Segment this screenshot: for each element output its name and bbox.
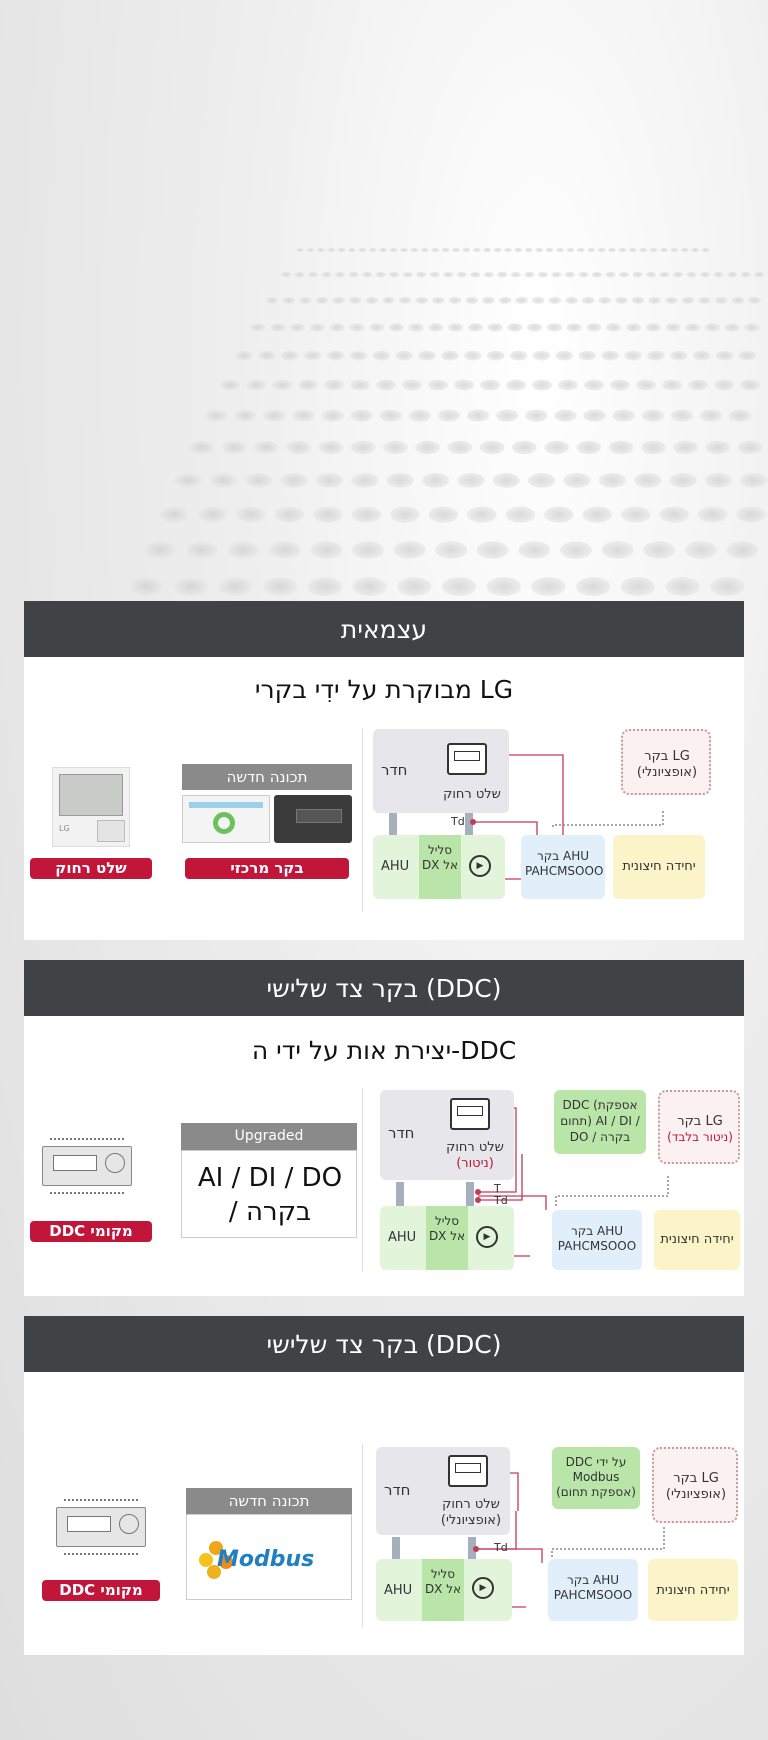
modbus-logo-dots — [199, 1541, 237, 1579]
divider — [362, 1444, 363, 1627]
room-label: חדר — [381, 761, 408, 779]
outdoor-unit-label: יחידה חיצונית — [660, 1232, 734, 1247]
fan-icon: ▶ — [469, 855, 491, 877]
dx-coil-label: סליל DX אל — [428, 1214, 466, 1243]
panel-ddc-signal: בקר צד שלישי (DDC) יצירת אות על ידי ה-DD… — [24, 960, 744, 1296]
outdoor-unit-box: יחידה חיצונית — [648, 1559, 738, 1621]
ahu-controller-label: בקר AHU PAHCMSOOO — [525, 849, 604, 878]
ddc-box-line1: DDC על ידי — [565, 1455, 627, 1469]
td-label: Td — [494, 1194, 508, 1207]
background-pattern — [128, 247, 768, 597]
central-controller-image — [182, 793, 352, 845]
ahu-controller-label: בקר AHU PAHCMSOOO — [557, 1224, 637, 1253]
ahu-box: AHU סליל DX אל ▶ — [376, 1559, 512, 1621]
new-software-label: תכונה חדשה — [186, 1488, 352, 1514]
td-label: Td — [451, 815, 465, 828]
central-controller-label: בקר מרכזי — [185, 858, 349, 879]
upgraded-label: Upgraded — [181, 1123, 357, 1150]
dx-coil-box: סליל DX אל — [426, 1206, 468, 1270]
panel-header: בקר צד שלישי (DDC) — [24, 1316, 744, 1372]
panel-header: בקר צד שלישי (DDC) — [24, 960, 744, 1016]
ddc-box: DDC על ידי Modbus (אספקת תחום) — [552, 1447, 640, 1509]
remote-controller-image: LG — [52, 767, 130, 847]
lg-controller-note: (אופציונלי) — [636, 765, 698, 780]
ddc-box-line2: Modbus — [572, 1470, 620, 1484]
panel-standalone: עצמאית מבוקרת על ידִי בקרי LG LG שלט רחו… — [24, 601, 744, 940]
modbus-logo-box: Modbus — [186, 1514, 352, 1600]
panel-header: עצמאית — [24, 601, 744, 657]
ahu-controller-label: בקר AHU PAHCMSOOO — [553, 1573, 633, 1602]
outdoor-unit-box: יחידה חיצונית — [613, 835, 705, 899]
panel-ddc-modbus: בקר צד שלישי (DDC) DDC מקומי תכונה חדשה … — [24, 1316, 744, 1655]
t-label: T — [494, 1182, 501, 1195]
remote-label: שלט רחוק — [446, 1140, 504, 1155]
modbus-logo-text: Modbus — [217, 1547, 315, 1572]
ahu-controller-box: בקר AHU PAHCMSOOO — [552, 1210, 642, 1270]
ddc-box-line2: תחום) AI / DI / — [560, 1114, 640, 1128]
ahu-box: AHU סליל DX אל ▶ — [380, 1206, 514, 1270]
remote-note: (ניטור) — [456, 1156, 494, 1171]
remote-label: שלט רחוק — [443, 787, 501, 802]
lg-controller-label: בקר LG — [673, 1471, 719, 1486]
lg-controller-note: (ניטור בלבד) — [667, 1130, 733, 1144]
outdoor-unit-label: יחידה חיצונית — [656, 1583, 730, 1598]
outdoor-unit-box: יחידה חיצונית — [654, 1210, 740, 1270]
ddc-device-image — [42, 1138, 132, 1194]
remote-label: שלט רחוק — [442, 1497, 500, 1512]
remote-controller-label: שלט רחוק — [30, 858, 152, 879]
ddc-box-line3: DO / בקרה — [569, 1130, 631, 1144]
ddc-box: DDC (אספקת תחום) AI / DI / DO / בקרה — [554, 1090, 646, 1154]
ddc-device-image — [56, 1499, 146, 1555]
panel-title: מבוקרת על ידִי בקרי LG — [254, 675, 514, 704]
aidido-control: / בקרה — [228, 1197, 312, 1227]
system-diagram: חדר שלט רחוק Td AHU סליל DX אל ▶ בקר AHU… — [373, 729, 741, 911]
lg-controller-note: (אופציונלי) — [665, 1487, 727, 1502]
ahu-controller-box: בקר AHU PAHCMSOOO — [548, 1559, 638, 1621]
room-box: חדר שלט רחוק — [373, 729, 509, 813]
ddc-box-line3: (אספקת תחום) — [556, 1485, 636, 1499]
remote-icon — [447, 743, 487, 775]
lg-controller-box: בקר LG (אופציונלי) — [652, 1447, 738, 1523]
dx-coil-box: סליל DX אל — [419, 835, 461, 899]
dx-coil-box: סליל DX אל — [422, 1559, 464, 1621]
panel-title: יצירת אות על ידי ה-DDC — [251, 1036, 517, 1065]
divider — [362, 1088, 363, 1271]
dx-coil-label: סליל DX אל — [424, 1567, 462, 1596]
ahu-label: AHU — [381, 859, 410, 874]
remote-note: (אופציונלי) — [440, 1513, 502, 1528]
ahu-label: AHU — [384, 1583, 413, 1598]
room-box: חדר שלט רחוק (ניטור) — [380, 1090, 514, 1180]
ddc-box-line1: DDC (אספקת — [562, 1098, 638, 1112]
remote-icon — [448, 1455, 488, 1487]
lg-controller-box: בקר LG (ניטור בלבד) — [658, 1090, 740, 1164]
ahu-box: AHU סליל DX אל ▶ — [373, 835, 505, 899]
system-diagram: חדר שלט רחוק (אופציונלי) Td DDC על ידי M… — [376, 1447, 742, 1629]
room-label: חדר — [384, 1481, 411, 1499]
system-diagram: חדר שלט רחוק (ניטור) T Td DDC (אספקת תחו… — [380, 1090, 744, 1272]
lg-controller-label: בקר LG — [677, 1114, 723, 1129]
fan-icon: ▶ — [476, 1226, 498, 1248]
td-label: Td — [494, 1541, 508, 1554]
fan-icon: ▶ — [472, 1577, 494, 1599]
outdoor-unit-label: יחידה חיצונית — [622, 859, 696, 874]
ahu-controller-box: בקר AHU PAHCMSOOO — [521, 835, 605, 899]
local-ddc-label: DDC מקומי — [30, 1221, 152, 1242]
room-box: חדר שלט רחוק (אופציונלי) — [376, 1447, 510, 1535]
local-ddc-label: DDC מקומי — [42, 1580, 160, 1601]
lg-controller-box: בקר LG (אופציונלי) — [621, 729, 711, 795]
aidido-box: AI / DI / DO / בקרה — [181, 1150, 357, 1238]
room-label: חדר — [388, 1124, 415, 1142]
ahu-label: AHU — [388, 1230, 417, 1245]
new-software-label: תכונה חדשה — [182, 764, 352, 790]
aidido-text: AI / DI / DO — [197, 1163, 343, 1193]
remote-icon — [450, 1098, 490, 1130]
dx-coil-label: סליל DX אל — [421, 843, 459, 872]
lg-controller-label: בקר LG — [644, 749, 690, 764]
divider — [362, 729, 363, 912]
